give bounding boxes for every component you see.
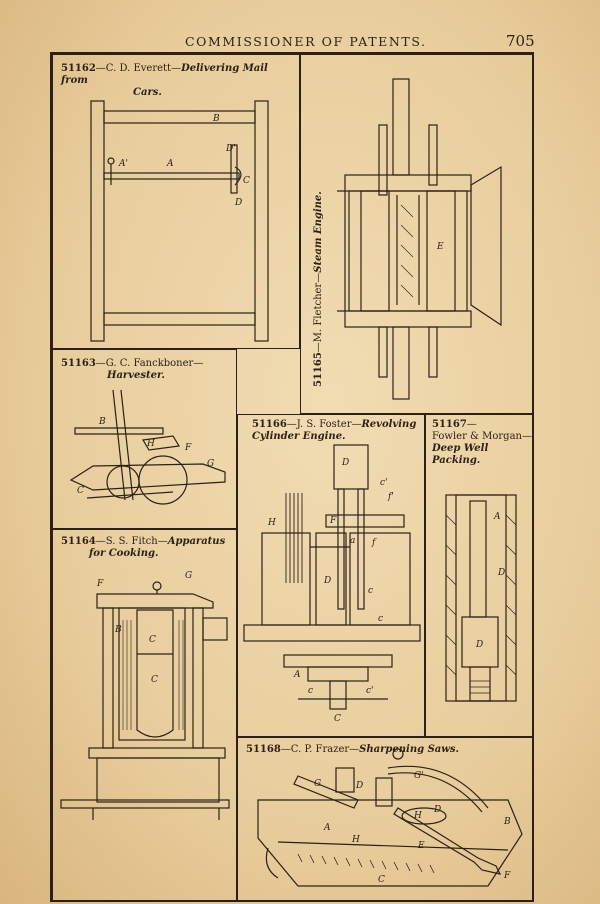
fig-letter-e: E <box>417 841 425 851</box>
page-number: 705 <box>506 32 535 50</box>
panel-51166: 51166—J. S. Foster—Revolving Cylinder En… <box>237 414 425 737</box>
figure-harvester: B H F G C <box>69 389 226 505</box>
caption-51164: 51164—S. S. Fitch—Apparatus for Cooking. <box>61 536 236 560</box>
patent-number: 51168 <box>246 744 281 755</box>
patent-title-line2: for Cooking. <box>89 548 159 559</box>
fig-letter-f: F <box>329 516 337 526</box>
fig-letter-a-small: a <box>350 536 355 546</box>
fig-letter-f: F <box>503 871 511 881</box>
fig-letter-g: G <box>314 779 321 789</box>
inventor-name: —S. S. Fitch— <box>95 536 168 547</box>
fig-letter-h-lower: H <box>351 835 360 845</box>
fig-letter-a-section: A <box>293 670 301 680</box>
fig-letter-d-right: D <box>433 805 441 815</box>
figure-well-packing: A D D <box>445 494 517 702</box>
patent-plate: 51162—C. D. Everett—Delivering Mail from… <box>50 52 534 902</box>
fig-letter-c-lower: C <box>151 675 158 685</box>
fig-letter-a: A <box>323 823 331 833</box>
inventor-name: —G. C. Fanckboner— <box>95 358 204 369</box>
fig-letter-f: F <box>184 443 192 453</box>
figure-steam-engine: E <box>337 78 502 400</box>
fig-letter-g: G <box>207 459 214 469</box>
patent-number: 51166 <box>252 419 287 430</box>
inventor-name: —J. S. Foster— <box>286 419 362 430</box>
fig-letter-a-prime: A' <box>118 159 128 169</box>
figure-mail-frame: B A' A D' C D <box>90 100 269 342</box>
fig-letter-g: G <box>185 571 192 581</box>
fig-letter-a: A <box>493 512 501 522</box>
fig-letter-c-prime-section: c' <box>366 686 374 696</box>
fig-letter-c: C <box>77 486 84 496</box>
caption-51162: 51162—C. D. Everett—Delivering Mail from… <box>61 63 297 99</box>
inventor-name: —C. D. Everett— <box>95 63 182 74</box>
fig-letter-h-upper: H <box>413 811 422 821</box>
fig-letter-b: B <box>212 114 220 124</box>
panel-51165: 51165—M. Fletcher—Steam Engine. <box>300 54 534 414</box>
patent-number: 51163 <box>61 358 96 369</box>
patent-title: Deep Well Packing. <box>432 443 489 466</box>
fig-letter-h: H <box>267 518 276 528</box>
patent-number: 51167 <box>432 419 467 430</box>
patent-title: Delivering Mail from <box>61 63 268 86</box>
patent-title: Revolving <box>361 419 417 430</box>
running-head: COMMISSIONER OF PATENTS. <box>185 34 427 49</box>
fig-letter-c-upper: C <box>149 635 156 645</box>
fig-letter-c-upper: C <box>334 714 341 724</box>
fig-letter-d-prime: D' <box>225 144 236 154</box>
figure-cooking-apparatus: F G B C C <box>60 571 230 820</box>
caption-51163: 51163—G. C. Fanckboner— Harvester. <box>61 358 233 382</box>
fig-letter-f-small: f <box>371 538 377 548</box>
caption-51166: 51166—J. S. Foster—Revolving Cylinder En… <box>252 419 424 443</box>
fig-letter-g-prime: G' <box>414 771 424 781</box>
panel-51163: 51163—G. C. Fanckboner— Harvester. B H F… <box>52 349 237 529</box>
figure-saw-sharpener: G' G D H D B A H E C F <box>257 748 523 887</box>
patent-title-line2: Cars. <box>133 87 162 98</box>
inventor-name: — <box>466 419 477 430</box>
figure-cylinder-engine: D c' f' H F a f D c c A c c' C <box>243 444 421 724</box>
fig-letter-c-lower: c <box>378 614 383 624</box>
panel-51168: 51168—C. P. Frazer—Sharpening Saws. <box>237 737 534 902</box>
fig-letter-d: D <box>341 458 349 468</box>
fig-letter-c-section: c <box>308 686 313 696</box>
patent-number: 51164 <box>61 536 96 547</box>
fig-letter-b: B <box>114 625 122 635</box>
fig-letter-c: C <box>243 176 250 186</box>
fig-letter-d-lower: D <box>323 576 331 586</box>
patent-title: Apparatus <box>167 536 226 547</box>
caption-51167: 51167— Fowler & Morgan— Deep Well Packin… <box>432 419 533 467</box>
fig-letter-d-left: D <box>355 781 363 791</box>
fig-letter-a: A <box>166 159 174 169</box>
patent-title-line2: Cylinder Engine. <box>252 431 346 442</box>
panel-51162: 51162—C. D. Everett—Delivering Mail from… <box>52 54 300 349</box>
fig-letter-b: B <box>98 417 106 427</box>
panel-51164: 51164—S. S. Fitch—Apparatus for Cooking. <box>52 529 237 902</box>
fig-letter-f: F <box>96 579 104 589</box>
fig-letter-b: B <box>503 817 511 827</box>
caption-51168: 51168—C. P. Frazer—Sharpening Saws. <box>246 744 531 756</box>
fig-letter-c-prime: c' <box>380 478 388 488</box>
fig-letter-d: D <box>234 198 242 208</box>
inventor-name: —C. P. Frazer— <box>280 744 360 755</box>
fig-letter-d-lower: D <box>475 640 483 650</box>
fig-letter-d-upper: D <box>497 568 505 578</box>
fig-letter-e: E <box>436 242 444 252</box>
patent-number: 51162 <box>61 63 96 74</box>
fig-letter-h: H <box>146 439 155 449</box>
patent-title: Sharpening Saws. <box>359 744 459 755</box>
panel-51167: 51167— Fowler & Morgan— Deep Well Packin… <box>425 414 534 737</box>
fig-letter-c: C <box>378 875 385 885</box>
patent-title: Harvester. <box>107 370 165 381</box>
patent-title-line1: Fowler & Morgan— <box>432 431 532 442</box>
fig-letter-c-small: c <box>368 586 373 596</box>
fig-letter-f-prime: f' <box>387 492 394 502</box>
